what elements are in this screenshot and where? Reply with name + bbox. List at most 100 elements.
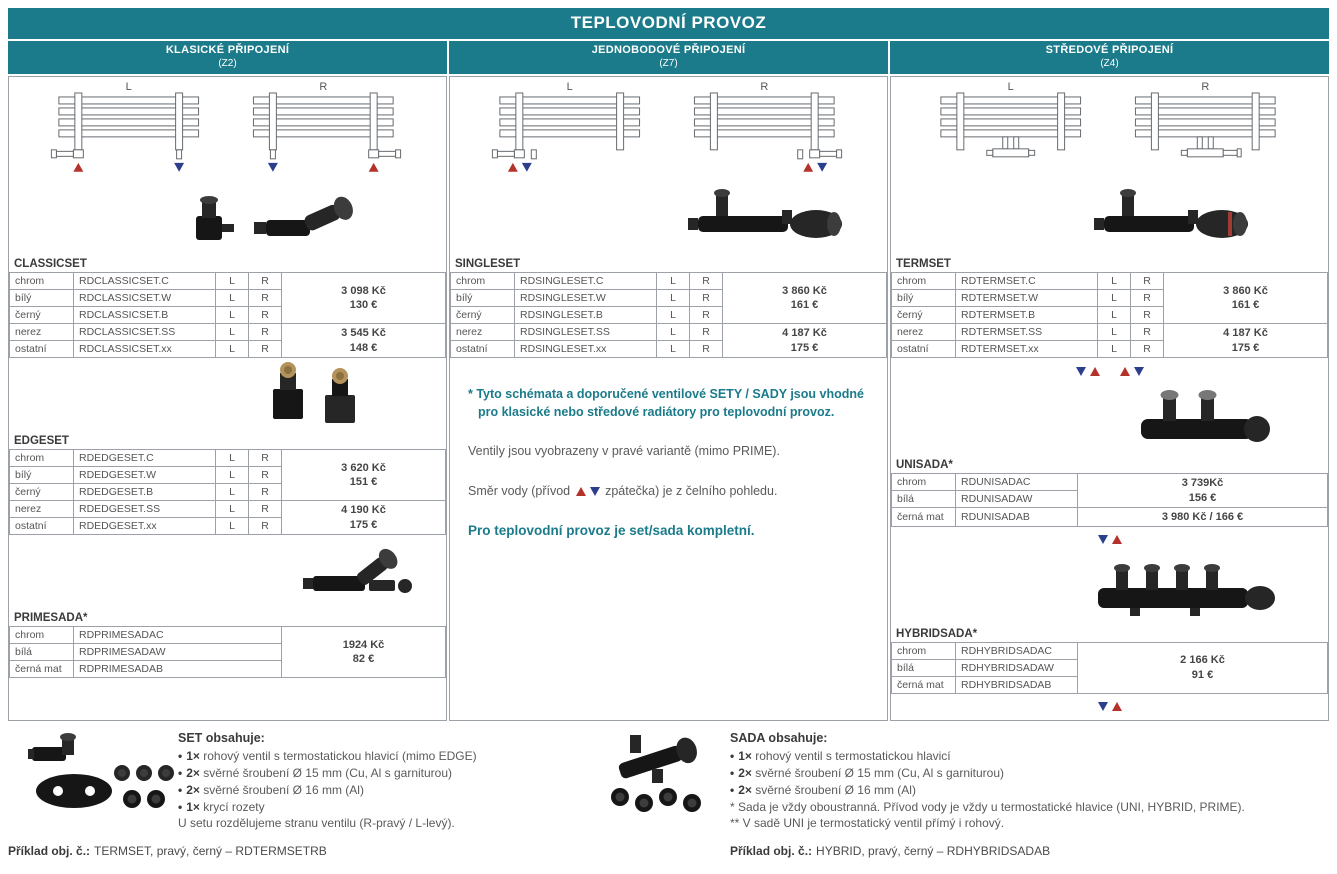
variant-l-cell: L [215, 289, 249, 308]
price-kc: 3 980 Kč / 166 € [1161, 510, 1244, 523]
diagram-label-right: R [1201, 81, 1209, 93]
code-cell: RDEDGESET.C [73, 449, 216, 468]
price-cell: 3 980 Kč / 166 € [1077, 507, 1328, 527]
column-subtitle: (Z4) [1100, 57, 1119, 69]
sada-items-list: •1× rohový ventil s termostatickou hlavi… [730, 748, 1245, 798]
variant-l-cell: L [215, 323, 249, 342]
note-variant: Ventily jsou vyobrazeny v pravé variantě… [468, 444, 780, 459]
color-cell: nerez [9, 323, 74, 342]
variant-l-cell: L [656, 340, 690, 359]
price-eur: 175 € [790, 341, 819, 354]
color-cell: bílý [891, 289, 956, 308]
flow-down-blue-icon [589, 486, 600, 496]
flow-markers [891, 358, 1328, 382]
code-cell: RDSINGLESET.SS [514, 323, 657, 342]
variant-r-cell: R [248, 500, 282, 519]
set-order-example: Příklad obj. č.:TERMSET, pravý, černý – … [8, 844, 590, 858]
column-title: KLASICKÉ PŘIPOJENÍ [165, 44, 290, 56]
set-contents-row: SET obsahuje: •1× rohový ventil s termos… [8, 729, 590, 832]
column-header-z2: KLASICKÉ PŘIPOJENÍ (Z2) [8, 41, 447, 75]
product-photo-classicset [9, 181, 446, 255]
flow-up-red-icon [1089, 366, 1100, 376]
price-eur: 161 € [1231, 299, 1260, 312]
code-cell: RDEDGESET.SS [73, 500, 216, 519]
price-eur: 151 € [349, 476, 378, 489]
variant-r-cell: R [248, 289, 282, 308]
price-kc: 3 620 Kč [341, 461, 386, 474]
contents-item: •1× krycí rozety [178, 799, 477, 816]
variant-r-cell: R [1130, 289, 1164, 308]
variant-r-cell: R [689, 323, 723, 342]
set-items-list: •1× rohový ventil s termostatickou hlavi… [178, 748, 477, 815]
color-cell: bílý [450, 289, 515, 308]
product-photo-termset [891, 181, 1328, 255]
variant-r-cell: R [1130, 340, 1164, 359]
code-cell: RDTERMSET.W [955, 289, 1098, 308]
column-title: STŘEDOVÉ PŘIPOJENÍ [1045, 44, 1174, 56]
sada-contents-row: SADA obsahuje: •1× rohový ventil s termo… [590, 729, 1329, 832]
page-title: TEPLOVODNÍ PROVOZ [8, 8, 1329, 39]
color-cell: bílý [9, 466, 74, 485]
color-cell: chrom [891, 473, 956, 492]
price-kc: 4 187 Kč [782, 327, 827, 340]
product-name: CLASSICSET [14, 258, 87, 271]
code-cell: RDHYBRIDSADAC [955, 641, 1078, 660]
code-cell: RDCLASSICSET.W [73, 289, 216, 308]
notes-block: * Tyto schémata a doporučené ventilové S… [450, 358, 887, 541]
set-contents-text: SET obsahuje: •1× rohový ventil s termos… [178, 729, 477, 832]
sada-footnotes: * Sada je vždy oboustranná. Přívod vody … [730, 799, 1245, 833]
item-text: svěrné šroubení Ø 16 mm (Al) [755, 782, 916, 797]
product-photo-singleset [450, 181, 887, 255]
bullet-icon: • [178, 782, 183, 797]
color-cell: chrom [891, 641, 956, 660]
price-kc: 3 098 Kč [341, 284, 386, 297]
variant-l-cell: L [215, 272, 249, 291]
price-eur: 148 € [349, 341, 378, 354]
price-eur: 156 € [1188, 491, 1217, 504]
variant-r-cell: R [689, 340, 723, 359]
sada-contents-text: SADA obsahuje: •1× rohový ventil s termo… [730, 729, 1245, 832]
code-cell: RDCLASSICSET.C [73, 272, 216, 291]
color-cell: bílá [9, 643, 74, 662]
code-cell: RDTERMSET.SS [955, 323, 1098, 342]
sada-footnote: * Sada je vždy oboustranná. Přívod vody … [730, 799, 1245, 814]
variant-r-cell: R [1130, 272, 1164, 291]
note-complete: Pro teplovodní provoz je set/sada komple… [468, 523, 755, 539]
color-cell: černá mat [9, 660, 74, 679]
item-qty: 2× [186, 782, 200, 797]
variant-r-cell: R [248, 517, 282, 536]
color-cell: černý [450, 306, 515, 325]
bullet-icon: • [730, 782, 735, 797]
code-cell: RDSINGLESET.xx [514, 340, 657, 359]
sada-components-photo [590, 729, 730, 832]
variant-r-cell: R [689, 272, 723, 291]
variant-r-cell: R [1130, 306, 1164, 325]
code-cell: RDUNISADAB [955, 507, 1078, 527]
code-cell: RDCLASSICSET.SS [73, 323, 216, 342]
variant-l-cell: L [1097, 289, 1131, 308]
example-label: Příklad obj. č.: [8, 844, 91, 859]
price-kc: 2 166 Kč [1180, 654, 1225, 667]
code-cell: RDCLASSICSET.xx [73, 340, 216, 359]
color-cell: chrom [891, 272, 956, 291]
